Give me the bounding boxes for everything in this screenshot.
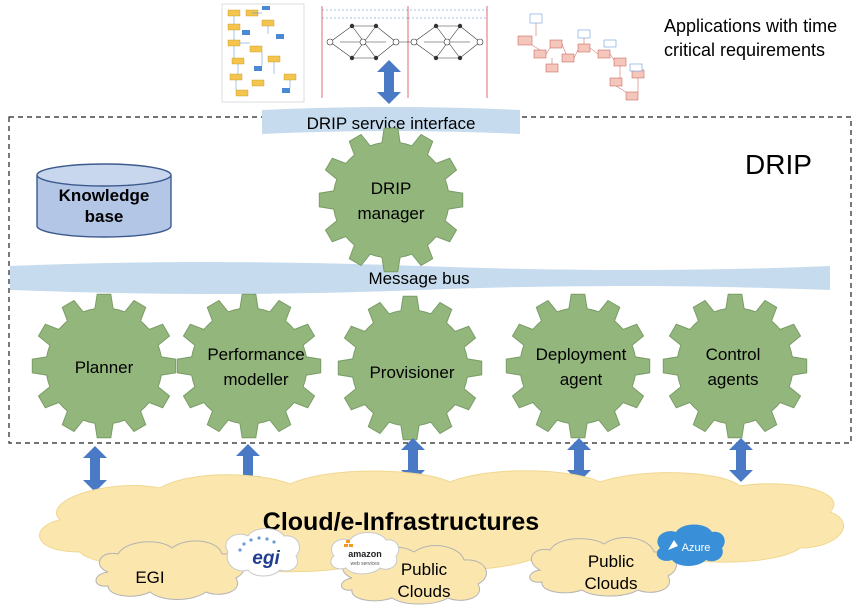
knowledge-base-cylinder: Knowledge base (36, 163, 172, 238)
application-thumbnails: Applications with time critical requirem… (221, 3, 837, 103)
deployment-agent-label-line2: agent (560, 370, 603, 389)
egi-label: EGI (135, 568, 164, 587)
cloud-infrastructures-title: Cloud/e-Infrastructures (263, 508, 539, 536)
service-interface-band (262, 107, 520, 134)
control-agents-label-line2: agents (707, 370, 758, 389)
public-cloud-amazon: Public Clouds amazon web services (330, 532, 487, 605)
message-bus-label: Message bus (368, 269, 469, 288)
azure-logo: Azure (656, 524, 725, 566)
egi-logo: egi (225, 528, 300, 577)
planner-gear: Planner (31, 293, 177, 439)
service-interface-label: DRIP service interface (307, 114, 476, 133)
planner-cloud-arrow (83, 446, 107, 492)
workflow-thumbnail-1 (221, 3, 305, 103)
performance-modeller-label-line2: modeller (223, 370, 289, 389)
public-cloud-amazon-label-line2: Clouds (398, 582, 451, 601)
control-agents-label-line1: Control (706, 345, 761, 364)
amazon-logo: amazon web services (330, 532, 400, 575)
drip-title: DRIP (745, 149, 812, 180)
amazon-logo-text: amazon (348, 549, 382, 559)
deployment-agent-cloud-arrow (567, 438, 591, 482)
provisioner-cloud-arrow (401, 438, 425, 482)
workflow-thumbnail-2 (315, 4, 500, 102)
planner-label: Planner (75, 358, 134, 377)
applications-to-service-interface-arrow (377, 60, 401, 104)
control-agents-cloud-arrow (729, 438, 753, 482)
provisioner-label: Provisioner (369, 363, 454, 382)
message-bus-band (10, 262, 830, 294)
applications-caption-line1: Applications with time (664, 16, 837, 36)
egi-cloud: EGI egi (95, 528, 300, 600)
performance-modeller-gear: Performance modeller (176, 293, 322, 439)
public-cloud-azure: Public Clouds Azure (529, 524, 725, 597)
drip-manager-gear: DRIP manager (318, 127, 464, 273)
performance-modeller-label-line1: Performance (207, 345, 304, 364)
provisioner-gear: Provisioner (337, 295, 483, 441)
knowledge-base-label-line1: Knowledge (59, 186, 150, 205)
control-agents-gear: Control agents (662, 293, 808, 439)
public-cloud-amazon-label-line1: Public (401, 560, 448, 579)
azure-logo-text: Azure (682, 542, 711, 554)
public-cloud-azure-label-line1: Public (588, 552, 635, 571)
drip-boundary (8, 116, 852, 444)
drip-manager-label-line2: manager (357, 204, 424, 223)
amazon-logo-subtext: web services (351, 561, 380, 567)
deployment-agent-gear: Deployment agent (505, 293, 651, 439)
applications-caption-line2: critical requirements (664, 40, 825, 60)
drip-manager-label-line1: DRIP (371, 179, 412, 198)
public-cloud-azure-label-line2: Clouds (585, 574, 638, 593)
knowledge-base-label-line2: base (85, 207, 124, 226)
workflow-thumbnail-3 (517, 13, 645, 101)
deployment-agent-label-line1: Deployment (536, 345, 627, 364)
egi-logo-text: egi (252, 548, 280, 569)
